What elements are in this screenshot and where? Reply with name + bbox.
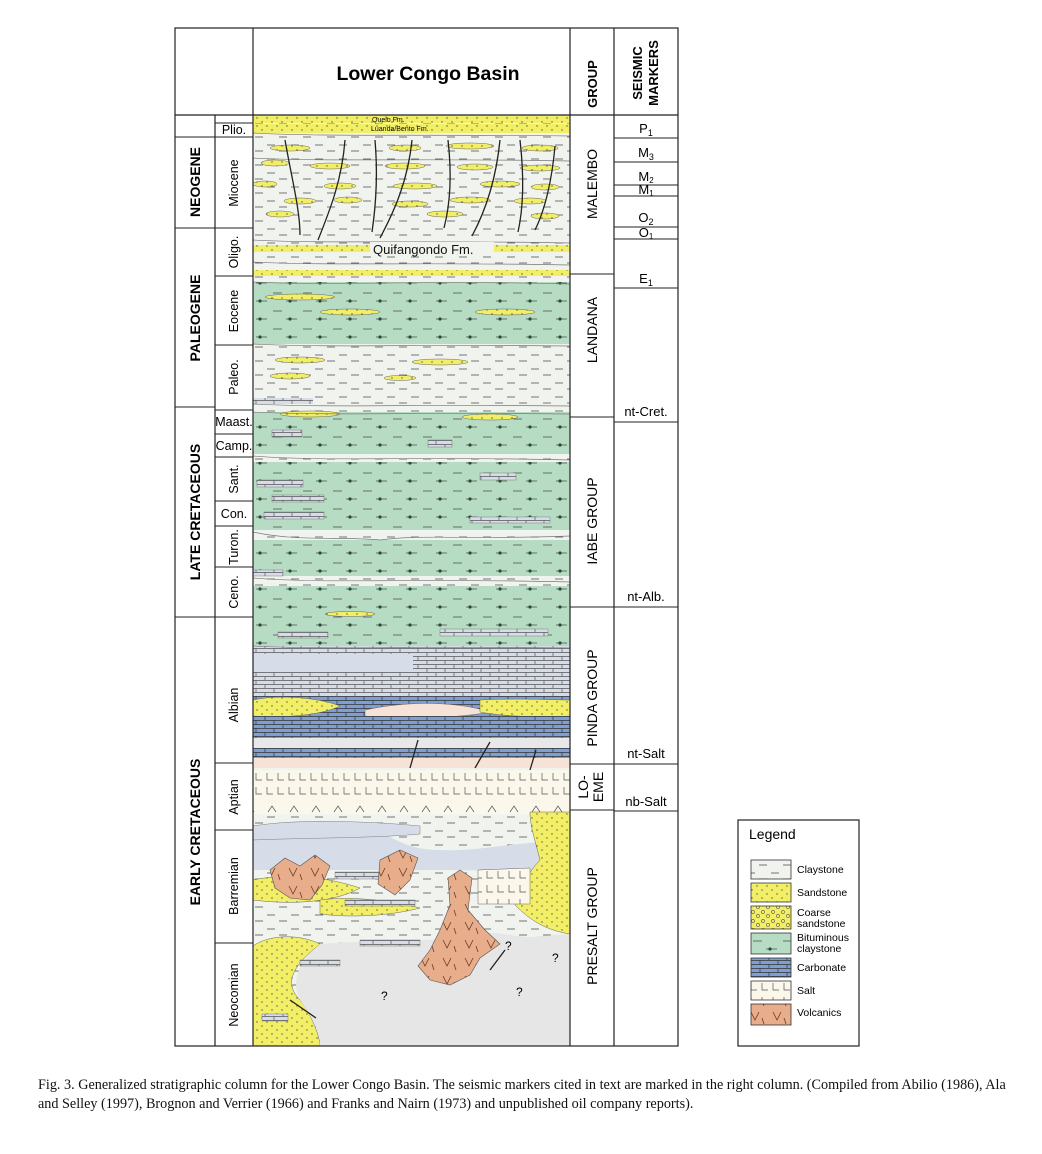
period-neogene: NEOGENE bbox=[187, 147, 203, 217]
legend-swatch-bituminous bbox=[750, 932, 792, 955]
seismic-header-line2: MARKERS bbox=[646, 40, 661, 106]
group-label: MALEMBO bbox=[584, 149, 600, 219]
legend-swatch-salt bbox=[750, 980, 792, 1001]
epoch-label: Albian bbox=[227, 688, 241, 723]
seismic-marker: nb-Salt bbox=[625, 794, 667, 809]
seismic-marker: E1 bbox=[639, 271, 653, 288]
legend-label: Sandstone bbox=[797, 887, 847, 899]
stratigraphic-figure: Quifangondo Fm. Quelo Fm. Luanda/Bento F… bbox=[174, 27, 860, 1047]
legend-label: Claystone bbox=[797, 864, 844, 876]
legend-swatch-coarse bbox=[750, 905, 792, 930]
epoch-label: Plio. bbox=[222, 123, 246, 137]
unknown-mark: ? bbox=[516, 985, 523, 999]
seismic-marker: M2 bbox=[638, 169, 654, 185]
epoch-label: Eocene bbox=[227, 290, 241, 332]
period-early-cretaceous: EARLY CRETACEOUS bbox=[187, 759, 203, 906]
group-label: PINDA GROUP bbox=[584, 649, 600, 746]
group-label: LO- bbox=[575, 775, 591, 799]
unknown-mark: ? bbox=[381, 989, 388, 1003]
formation-quifangondo: Quifangondo Fm. bbox=[373, 242, 473, 257]
seismic-marker: nt-Salt bbox=[627, 746, 665, 761]
group-label: EME bbox=[590, 772, 606, 802]
seismic-marker: O2 bbox=[638, 210, 653, 227]
seismic-marker: nt-Alb. bbox=[627, 589, 665, 604]
legend-swatch-claystone bbox=[750, 859, 792, 880]
legend-label: Volcanics bbox=[797, 1007, 841, 1019]
epoch-label: Oligo. bbox=[227, 236, 241, 269]
figure-caption: Fig. 3. Generalized stratigraphic column… bbox=[38, 1077, 1006, 1112]
group-label: IABE GROUP bbox=[584, 477, 600, 564]
epoch-label: Ceno. bbox=[227, 575, 241, 608]
formation-luanda-bento: Luanda/Bento Fm. bbox=[371, 126, 429, 133]
group-header: GROUP bbox=[585, 60, 600, 108]
epoch-label: Camp. bbox=[216, 439, 253, 453]
epoch-label: Barremian bbox=[227, 857, 241, 915]
legend-swatch-volcanics bbox=[750, 1003, 792, 1026]
epoch-label: Aptian bbox=[227, 779, 241, 814]
epoch-label: Maast. bbox=[215, 415, 253, 429]
epoch-label: Turon. bbox=[227, 529, 241, 565]
seismic-marker: nt-Cret. bbox=[624, 404, 667, 419]
unknown-mark: ? bbox=[552, 951, 559, 965]
legend-label: Salt bbox=[797, 985, 815, 997]
seismic-header-line1: SEISMIC bbox=[630, 46, 645, 100]
formation-quelo: Quelo Fm. bbox=[372, 117, 405, 124]
legend-swatch-sandstone bbox=[750, 882, 792, 903]
epoch-label: Neocomian bbox=[227, 963, 241, 1026]
legend-label: Carbonate bbox=[797, 962, 846, 974]
epoch-label: Con. bbox=[221, 507, 247, 521]
group-label: LANDANA bbox=[584, 296, 600, 363]
unknown-mark: ? bbox=[505, 939, 512, 953]
period-paleogene: PALEOGENE bbox=[187, 275, 203, 362]
lithology-column: Quifangondo Fm. Quelo Fm. Luanda/Bento F… bbox=[253, 115, 570, 1046]
seismic-marker: M3 bbox=[638, 145, 654, 162]
legend-swatch-carbonate bbox=[750, 957, 792, 978]
epoch-label: Miocene bbox=[227, 159, 241, 206]
epoch-label: Paleo. bbox=[227, 359, 241, 394]
epoch-label: Sant. bbox=[227, 464, 241, 493]
figure-title: Lower Congo Basin bbox=[336, 63, 519, 85]
seismic-marker: M1 bbox=[638, 182, 654, 198]
legend-title: Legend bbox=[749, 826, 796, 842]
group-label: PRESALT GROUP bbox=[584, 867, 600, 985]
seismic-marker: O1 bbox=[639, 225, 654, 241]
seismic-marker: P1 bbox=[639, 121, 653, 138]
period-late-cretaceous: LATE CRETACEOUS bbox=[187, 444, 203, 580]
column-frame bbox=[174, 27, 679, 1047]
